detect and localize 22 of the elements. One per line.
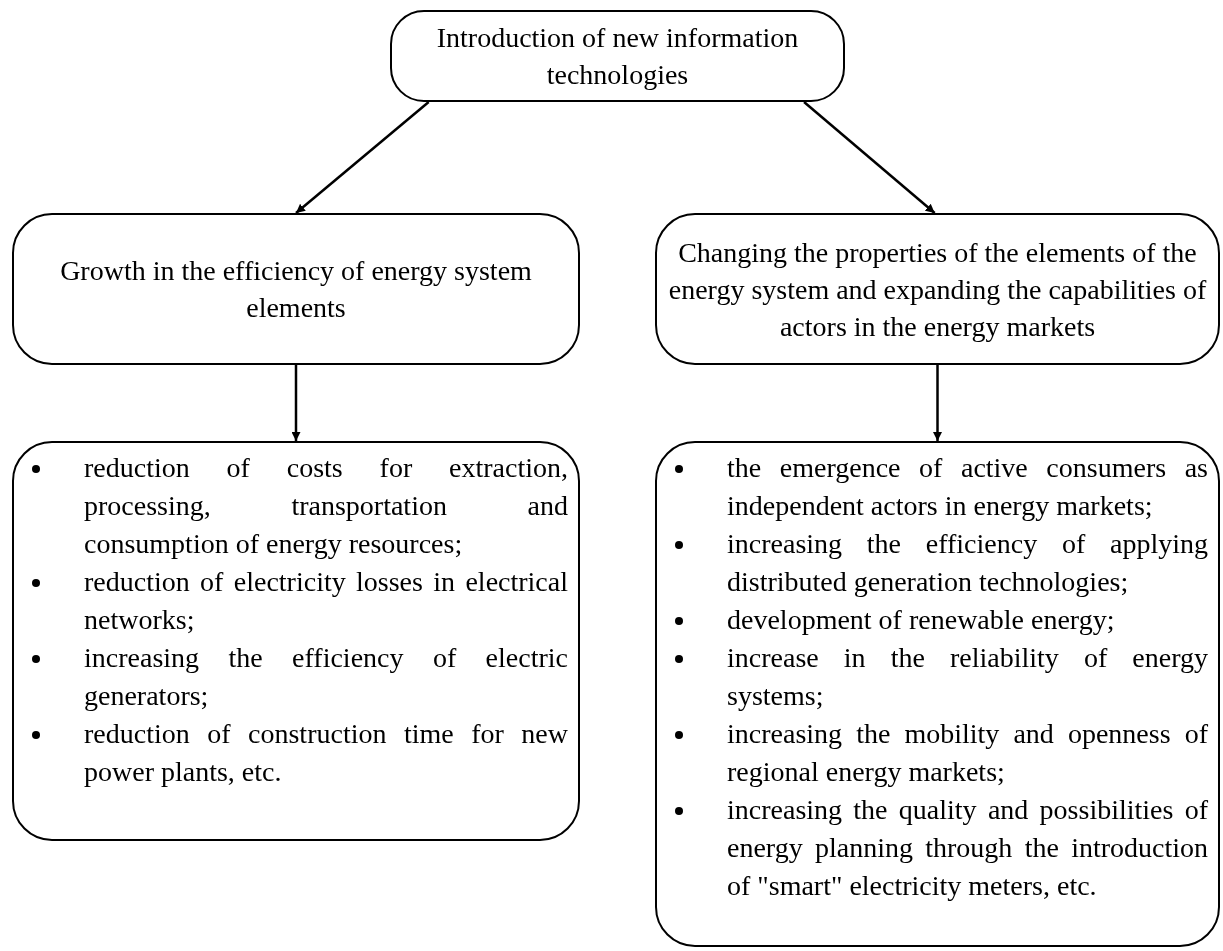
arrow <box>295 101 430 214</box>
list-item: reduction of construction time for new power plants, etc. <box>84 717 568 789</box>
list-item: increasing the quality and possibilities of energy planning through the introduction of "smart" electricity meters, etc. <box>727 793 1208 903</box>
list-item: increasing the efficiency of electric generators; <box>84 641 568 713</box>
list-item: development of renewable energy; <box>727 603 1116 637</box>
box-title: Introduction of new information technologies <box>435 21 800 92</box>
list-item: the emergence of active consumers as independent actors in energy markets; <box>727 451 1208 523</box>
list-box <box>655 441 1220 947</box>
list-item: increase in the reliability of energy systems; <box>727 641 1208 713</box>
list-box <box>12 441 580 841</box>
list-item: reduction of electricity losses in electrical networks; <box>84 565 568 637</box>
list-item: increasing the efficiency of applying distributed generation technologies; <box>727 527 1208 599</box>
process-box <box>12 213 580 365</box>
list-item: reduction of costs for extraction, processing, transportation and consumption of energy resources; <box>84 451 568 561</box>
box-title: Changing the properties of the elements of the energy system and expanding the capabilities of actors in the energy markets <box>667 235 1208 344</box>
arrow <box>291 365 301 441</box>
box-title: Growth in the efficiency of energy system elements <box>59 254 533 325</box>
process-box <box>655 213 1220 365</box>
arrow <box>933 365 942 441</box>
arrow <box>803 101 936 214</box>
list-item: increasing the mobility and openness of regional energy markets; <box>727 717 1208 789</box>
process-box <box>390 10 845 102</box>
